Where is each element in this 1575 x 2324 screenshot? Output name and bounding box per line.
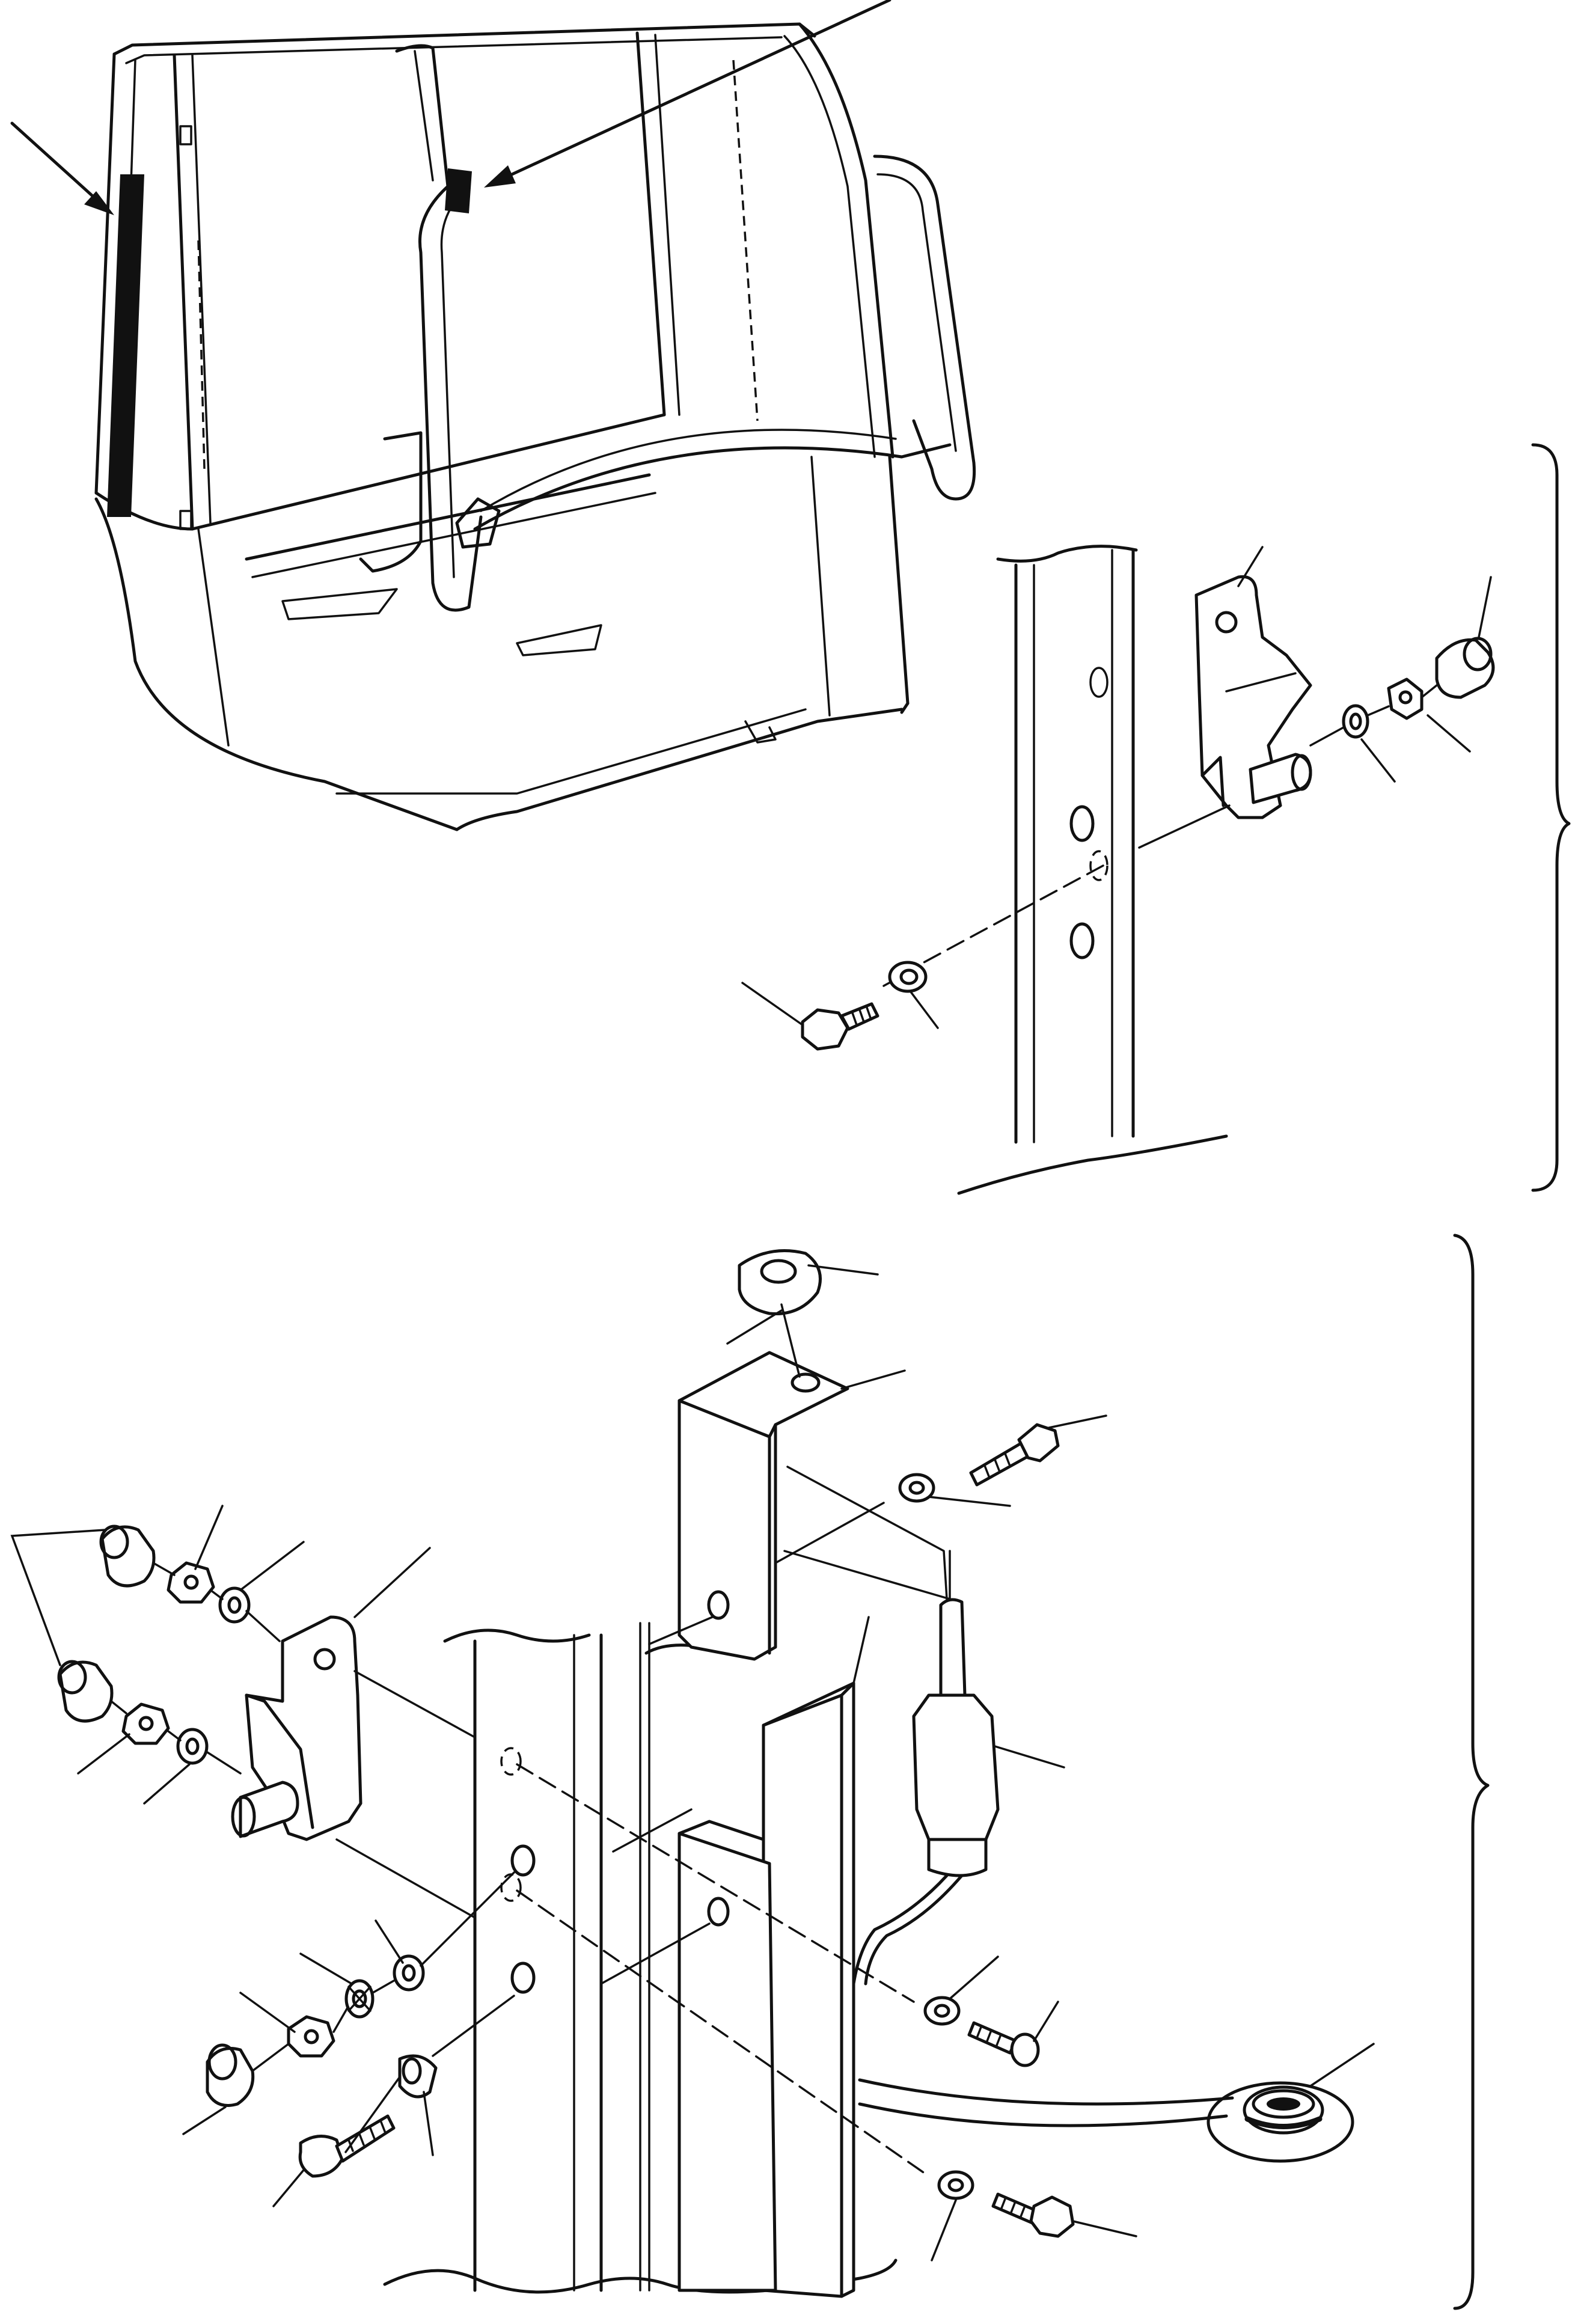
lower-leader-lines — [10, 1264, 1375, 2261]
lower-exploded-axis-lines — [110, 1303, 951, 2177]
upper-assembly-bracket — [1531, 443, 1571, 1192]
lower-sensor-probe — [852, 1598, 1000, 1986]
upper-exploded-axis-lines — [882, 684, 1438, 987]
cab-callout-arrows — [10, 0, 891, 215]
lower-left-hardware-stack — [206, 1954, 438, 2178]
lower-assembly-bracket — [1453, 1234, 1490, 2310]
cab-frame — [94, 22, 976, 831]
lower-cable-grommet — [858, 2078, 1354, 2163]
upper-leader-lines — [741, 546, 1492, 1029]
upper-pillar — [957, 545, 1228, 1195]
lower-left-bracket — [231, 1615, 362, 1841]
cab-decal-strips — [107, 125, 472, 530]
lower-right-bolts-washers — [923, 1996, 1075, 2238]
lower-pillar — [383, 1622, 898, 2294]
lower-top-bracket — [677, 1351, 849, 1661]
lower-channel-bar — [677, 1681, 855, 2298]
lower-nut-top — [738, 1249, 822, 1316]
upper-bolt-washer — [801, 961, 928, 1051]
lower-bolt-washer-upper-right — [898, 1423, 1060, 1503]
lower-left-caps-nuts-washers — [57, 1524, 251, 1765]
upper-washer-nut-cap — [1342, 637, 1495, 739]
upper-mounting-bracket — [1194, 575, 1312, 819]
